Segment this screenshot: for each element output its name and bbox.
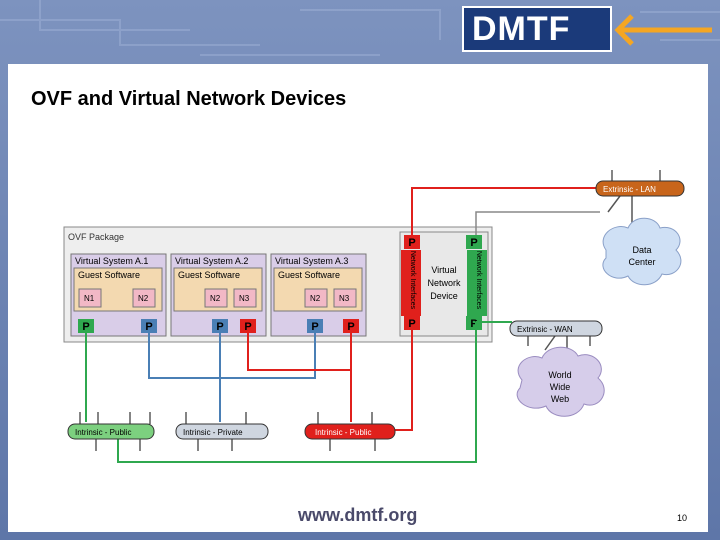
net-intrinsic-public-1: Intrinsic - Public: [67, 423, 155, 440]
nic-label: N3: [339, 294, 350, 303]
cloud-label: Data: [632, 245, 651, 255]
vnd-right-strip: Network Interfaces: [475, 251, 482, 310]
nic-label: N1: [84, 294, 95, 303]
system-name: Virtual System A.1: [75, 256, 148, 266]
link-red: [411, 187, 598, 235]
port-label: P: [470, 318, 477, 330]
guest-software-label: Guest Software: [178, 270, 240, 280]
link-blue: [148, 333, 221, 422]
link-green: [117, 322, 477, 463]
system-name: Virtual System A.2: [175, 256, 248, 266]
guest-software-label: Guest Software: [278, 270, 340, 280]
slide-title: OVF and Virtual Network Devices: [31, 88, 347, 110]
link-red: [394, 330, 413, 431]
net-extrinsic-wan: Extrinsic - WAN: [509, 320, 603, 337]
port-label: P: [216, 321, 223, 333]
link-blue: [220, 333, 316, 379]
cloud-label: World: [548, 370, 571, 380]
net-label: Extrinsic - WAN: [517, 325, 573, 334]
link-red: [247, 333, 352, 422]
footer-url: www.dmtf.org: [298, 505, 418, 525]
system-name: Virtual System A.3: [275, 256, 348, 266]
port-blue: [212, 319, 228, 333]
port-red: [240, 319, 256, 333]
port-red: [404, 235, 420, 249]
vnd-label-line: Virtual: [431, 265, 456, 275]
net-intrinsic-private: Intrinsic - Private: [175, 423, 269, 440]
circuit-pattern: [0, 0, 720, 56]
port-label: P: [82, 321, 89, 333]
guest-software-label: Guest Software: [78, 270, 140, 280]
port-green: [466, 316, 482, 330]
nic-label: N2: [138, 294, 149, 303]
port-label: P: [311, 321, 318, 333]
net-intrinsic-public-2: Intrinsic - Public: [304, 423, 396, 440]
cloud-label: Wide: [550, 382, 571, 392]
net-label: Intrinsic - Public: [315, 428, 371, 437]
page-number: 10: [677, 513, 688, 523]
vnd-left-strip: Network Interfaces: [409, 251, 416, 310]
nic-label: N2: [310, 294, 321, 303]
nic-label: N3: [239, 294, 250, 303]
port-label: P: [347, 321, 354, 333]
net-label: Intrinsic - Public: [75, 428, 131, 437]
cloud-label: Web: [551, 394, 569, 404]
port-blue: [141, 319, 157, 333]
port-red: [343, 319, 359, 333]
vnd-label-line: Network: [427, 278, 461, 288]
port-label: P: [244, 321, 251, 333]
port-green: [78, 319, 94, 333]
net-label: Extrinsic - LAN: [603, 185, 656, 194]
port-green: [466, 235, 482, 249]
ovf-package-label: OVF Package: [68, 232, 124, 242]
net-label: Intrinsic - Private: [183, 428, 243, 437]
dmtf-logo: [462, 6, 612, 52]
vnd-label-line: Device: [430, 291, 458, 301]
port-blue: [307, 319, 323, 333]
nic-label: N2: [210, 294, 221, 303]
port-label: P: [470, 237, 477, 249]
arrow-left-icon: [614, 14, 712, 46]
net-extrinsic-lan: Extrinsic - LAN: [595, 180, 685, 197]
port-label: P: [408, 237, 415, 249]
cloud-label: Center: [628, 257, 655, 267]
dmtf-logo-text: DMTF: [472, 10, 571, 48]
virtual-network-device: Network Interfaces Network Interfaces Vi…: [399, 231, 489, 337]
link-gray: [475, 211, 600, 235]
cloud-data-center: Data Center: [602, 217, 682, 286]
port-red: [404, 316, 420, 330]
port-label: P: [408, 318, 415, 330]
cloud-world-wide-web: World Wide Web: [516, 346, 605, 417]
port-label: P: [145, 321, 152, 333]
